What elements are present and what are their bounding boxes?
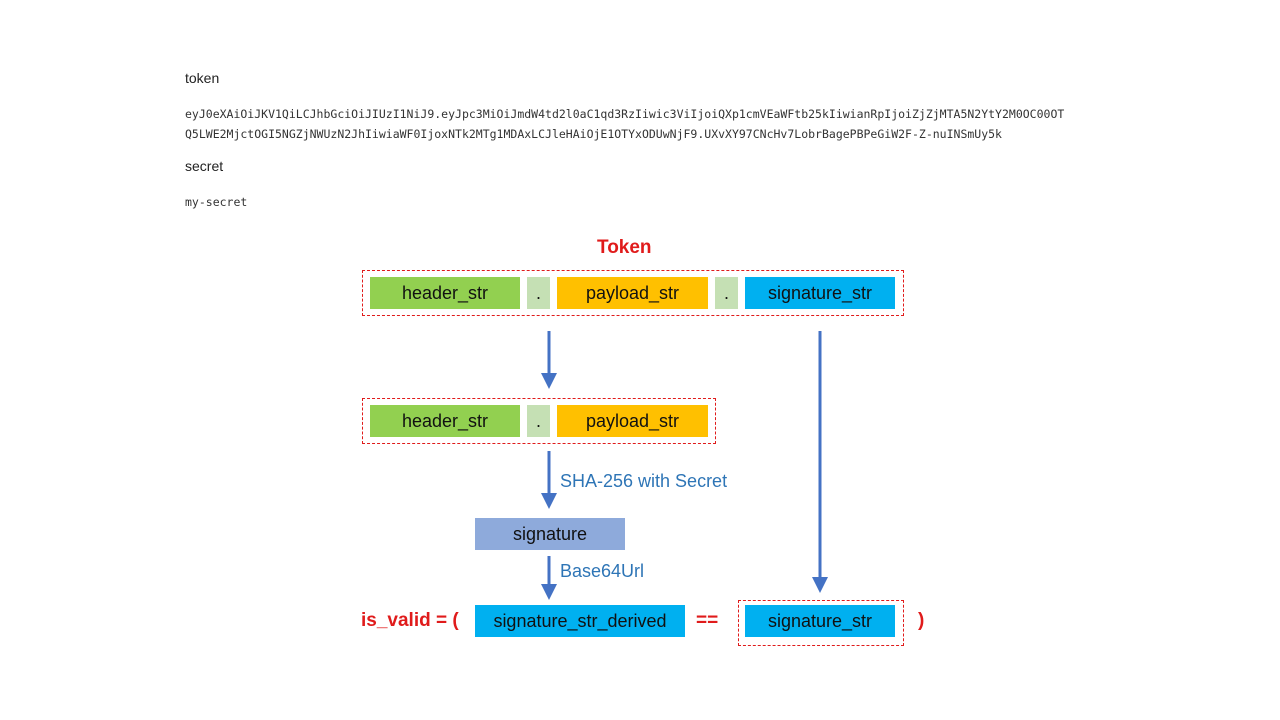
signing-input-header-box: header_str xyxy=(370,405,520,437)
compare-signature-dashed-frame xyxy=(738,600,904,646)
compare-signature-box: signature_str xyxy=(745,605,895,637)
signing-input-payload-box: payload_str xyxy=(557,405,708,437)
secret-value: my-secret xyxy=(185,195,248,209)
token-value-line-2: Q5LWE2MjctOGI5NGZjNWUzN2JhIiwiaWF0IjoxNT… xyxy=(185,127,1002,141)
token-value-line-1: eyJ0eXAiOiJKV1QiLCJhbGciOiJIUzI1NiJ9.eyJ… xyxy=(185,107,1065,121)
equals-operator: == xyxy=(696,610,719,631)
token-dashed-frame xyxy=(362,270,904,316)
arrow-head-3 xyxy=(541,584,557,600)
base64url-step-label: Base64Url xyxy=(560,561,645,581)
diagram-title: Token xyxy=(597,237,652,258)
arrow-head-1 xyxy=(541,373,557,389)
token-dot-2: . xyxy=(715,277,738,309)
is-valid-expression-suffix: ) xyxy=(918,610,925,631)
secret-label: secret xyxy=(185,158,224,174)
arrow-head-2 xyxy=(541,493,557,509)
signing-input-dot: . xyxy=(527,405,550,437)
token-payload-box: payload_str xyxy=(557,277,708,309)
sha256-step-label: SHA-256 with Secret xyxy=(560,471,728,491)
is-valid-expression-prefix: is_valid = ( xyxy=(361,610,459,631)
derived-signature-box: signature_str_derived xyxy=(475,605,685,637)
token-signature-box: signature_str xyxy=(745,277,895,309)
token-dot-1: . xyxy=(527,277,550,309)
token-header-box: header_str xyxy=(370,277,520,309)
computed-signature-box: signature xyxy=(475,518,625,550)
signing-input-dashed-frame xyxy=(362,398,716,444)
token-label: token xyxy=(185,70,220,86)
arrow-head-4 xyxy=(812,577,828,593)
